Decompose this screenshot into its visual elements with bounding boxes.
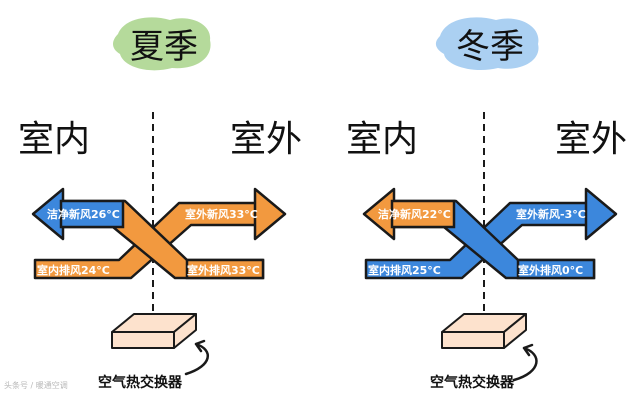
summer-exchanger-side — [173, 313, 197, 349]
summer-title: 夏季 — [130, 27, 198, 67]
summer-exchanger-pointer-arrow — [184, 339, 209, 376]
winter-outdoor-exhaust-shaft — [516, 258, 596, 280]
summer-outdoor-fresh-air-arrowhead — [253, 187, 287, 241]
winter-indoor-exhaust-label: 室内排风25°C — [368, 263, 441, 277]
summer-heat-exchanger: 空气热交换器 — [98, 313, 209, 391]
winter-exchanger-pointer-arrow — [512, 343, 538, 382]
summer-title-blob — [113, 17, 211, 71]
summer-indoor-exhaust-label: 室内排风24°C — [37, 263, 110, 277]
summer-outdoor-fresh-air-label: 室外新风33°C — [185, 207, 258, 221]
summer-exchanger-label: 空气热交换器 — [98, 374, 183, 391]
winter-title: 冬季 — [456, 27, 524, 67]
summer-indoor-label: 室内 — [18, 119, 90, 160]
winter-indoor-label: 室内 — [346, 119, 418, 160]
winter-title-blob — [435, 17, 539, 71]
winter-outdoor-fresh-air-label: 室外新风-3°C — [516, 207, 586, 221]
winter-exchanger-front — [441, 331, 505, 349]
winter-panel: 冬季 室内 室外 — [346, 17, 627, 320]
summer-exchanger-front — [111, 331, 175, 349]
summer-outdoor-exhaust-shaft — [185, 258, 265, 280]
winter-heat-exchanger: 空气热交换器 — [430, 313, 538, 391]
winter-outdoor-exhaust-label: 室外排风0°C — [518, 263, 583, 277]
summer-outdoor-label: 室外 — [230, 119, 302, 160]
winter-outdoor-fresh-air-arrowhead — [584, 187, 618, 241]
summer-airflow-arrows: 洁净新风26°C 室外新风33°C 室内排风24°C 室外排风33°C — [31, 187, 287, 280]
summer-clean-fresh-air-label: 洁净新风26°C — [47, 207, 120, 221]
winter-exchanger-label: 空气热交换器 — [430, 374, 515, 391]
winter-outdoor-label: 室外 — [555, 119, 627, 160]
watermark-credit: 头条号 / 暖通空调 — [4, 380, 68, 390]
winter-clean-fresh-air-label: 洁净新风22°C — [378, 207, 451, 221]
summer-clean-fresh-air-shaft — [59, 199, 125, 229]
summer-panel: 夏季 室内 室外 — [18, 17, 302, 320]
winter-exchanger-side — [503, 313, 527, 349]
summer-outdoor-exhaust-label: 室外排风33°C — [187, 263, 260, 277]
winter-clean-fresh-air-shaft — [390, 199, 456, 229]
winter-airflow-arrows: 洁净新风22°C 室外新风-3°C 室内排风25°C 室外排风0°C — [362, 187, 618, 280]
